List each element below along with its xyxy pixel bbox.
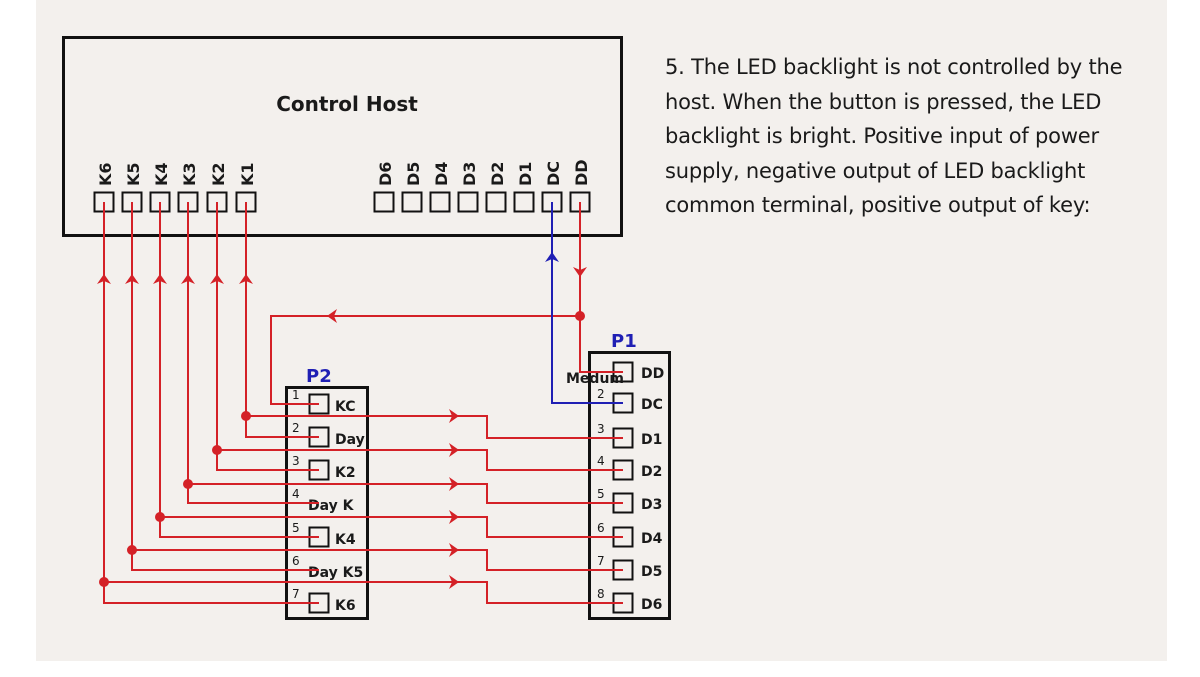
arrow-up-icon [239, 274, 253, 284]
description-text: 5. The LED backlight is not controlled b… [665, 55, 1123, 217]
p1-overlay-label: Medum [566, 371, 624, 387]
host-pin-label-k3: K3 [180, 162, 199, 186]
wire-k3-to-p2 [187, 202, 319, 504]
p1-pin-label: DC [641, 397, 663, 413]
p1-pin-label: D2 [641, 464, 662, 480]
arrow-right-icon [449, 443, 459, 457]
host-k-pins: K6 K5 K4 K3 K2 K1 [93, 162, 257, 213]
p1-pin-number: 5 [597, 487, 605, 501]
host-pin-label-k6: K6 [96, 162, 115, 186]
host-pin-d5 [401, 191, 423, 213]
wire-k5-to-p2 [131, 202, 319, 571]
wire-k2-to-p2 [216, 202, 319, 471]
arrow-up-icon [153, 274, 167, 284]
wire-dc-to-host [551, 202, 623, 404]
wire-k3-to-p1 [188, 483, 623, 504]
host-pin-label-d1: D1 [516, 162, 535, 186]
host-pin-label-dd: DD [572, 159, 591, 186]
p2-pin-number: 6 [292, 554, 300, 568]
p2-pin-number: 7 [292, 587, 300, 601]
arrow-up-icon [125, 274, 139, 284]
p2-pin-number: 1 [292, 388, 300, 402]
p1-pin-number: 2 [597, 387, 605, 401]
p1-pin-label: D1 [641, 432, 662, 448]
p2-pin-number: 3 [292, 454, 300, 468]
arrow-right-icon [449, 543, 459, 557]
arrow-down-icon [573, 267, 587, 277]
host-d-pins: D6 D5 D4 D3 D2 D1 DC DD [373, 159, 591, 213]
p2-pin-number: 4 [292, 487, 300, 501]
host-pin-d2 [485, 191, 507, 213]
arrow-up-icon [210, 274, 224, 284]
p1-pin-number: 6 [597, 521, 605, 535]
p2-pin-label: K6 [335, 598, 356, 614]
p1-pin-label: DD [641, 366, 664, 382]
p2-pin-number: 5 [292, 521, 300, 535]
p2-pin-label: K2 [335, 465, 356, 481]
arrow-up-icon [545, 252, 559, 262]
p1-pin-label: D3 [641, 497, 662, 513]
p2-pin-label: Day K5 [308, 565, 363, 581]
host-pin-d6 [373, 191, 395, 213]
wire-k6-to-p2 [103, 202, 319, 604]
wire-k2-to-p1 [217, 449, 623, 471]
host-pin-label-k2: K2 [209, 162, 228, 186]
p1-pin-label: D4 [641, 531, 663, 547]
wire-k4-to-p1 [160, 516, 623, 538]
wire-k1-to-p2 [245, 202, 319, 438]
wire-dd-to-p1 [579, 202, 623, 373]
p2-pin-label: Day K [308, 498, 355, 514]
arrow-left-icon [327, 309, 337, 323]
p2-pin-label: K4 [335, 532, 356, 548]
wire-k6-to-p1 [104, 581, 623, 604]
p1-pin-label: D6 [641, 597, 662, 613]
arrow-right-icon [449, 477, 459, 491]
host-pin-label-dc: DC [544, 161, 563, 186]
p2-pin-number: 2 [292, 421, 300, 435]
wire-dd-to-p2-kc [270, 315, 580, 405]
control-host-title: Control Host [276, 92, 418, 116]
host-pin-label-d6: D6 [376, 162, 395, 186]
p1-pin-number: 3 [597, 422, 605, 436]
wires [97, 202, 623, 604]
host-pin-d3 [457, 191, 479, 213]
p1-pin-number: 7 [597, 554, 605, 568]
host-pin-label-k4: K4 [152, 162, 171, 186]
wire-k1-to-p1 [246, 415, 623, 439]
host-pin-label-d4: D4 [432, 162, 451, 186]
arrow-right-icon [449, 575, 459, 589]
host-pin-d1 [513, 191, 535, 213]
control-host-box [62, 36, 623, 237]
p1-label: P1 [611, 331, 637, 352]
arrow-up-icon [181, 274, 195, 284]
wire-k5-to-p1 [132, 549, 623, 571]
p2-pin-label: KC [335, 399, 356, 415]
p1-connector [588, 351, 671, 620]
wire-k4-to-p2 [159, 202, 319, 538]
arrow-right-icon [449, 409, 459, 423]
host-pin-label-d2: D2 [488, 162, 507, 186]
p1-pin-number: 8 [597, 587, 605, 601]
host-pin-label-k1: K1 [238, 162, 257, 186]
p2-label: P2 [306, 366, 332, 387]
host-pin-label-k5: K5 [124, 162, 143, 186]
host-pin-d4 [429, 191, 451, 213]
arrow-right-icon [449, 510, 459, 524]
arrow-up-icon [97, 274, 111, 284]
host-pin-label-d5: D5 [404, 162, 423, 186]
p2-pin-label: Day [335, 432, 365, 448]
p1-pin-number: 4 [597, 454, 605, 468]
host-pin-label-d3: D3 [460, 162, 479, 186]
p1-pin-label: D5 [641, 564, 662, 580]
